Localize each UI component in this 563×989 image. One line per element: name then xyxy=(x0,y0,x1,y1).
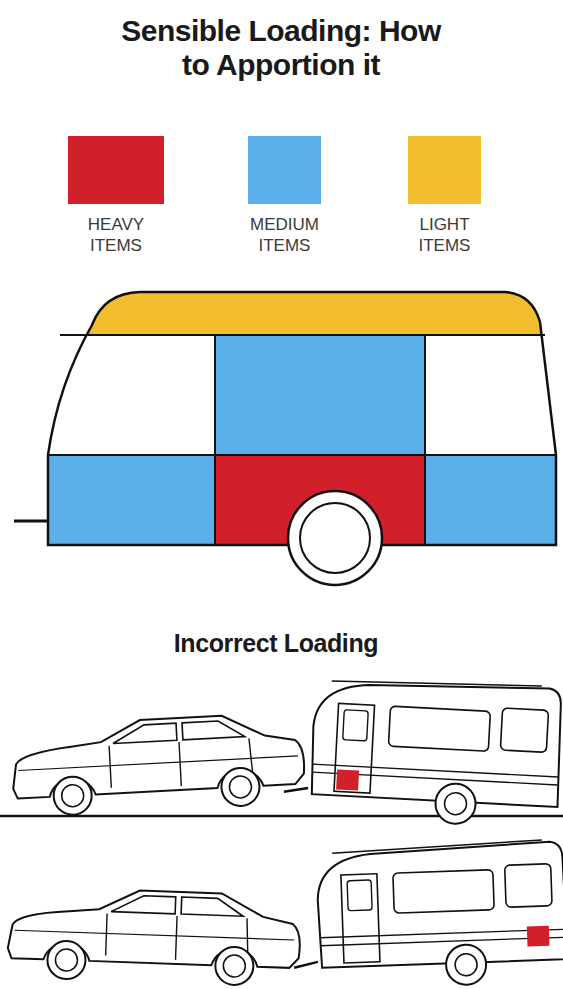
caravan-wheel xyxy=(288,491,382,585)
legend-swatch xyxy=(68,136,164,204)
tail-heavy-rig xyxy=(7,839,563,989)
legend-text: HEAVY ITEMS xyxy=(70,214,162,256)
title: Sensible Loading: How to Apportion it xyxy=(111,14,452,82)
section-heading: Incorrect Loading xyxy=(174,628,378,658)
legend-swatch xyxy=(248,136,321,204)
nose-heavy-rig xyxy=(0,673,563,829)
legend-text: MEDIUM ITEMS xyxy=(239,214,331,256)
legend-text: LIGHT ITEMS xyxy=(399,214,491,256)
legend-swatch xyxy=(408,136,481,204)
caravan-outline xyxy=(14,292,556,545)
